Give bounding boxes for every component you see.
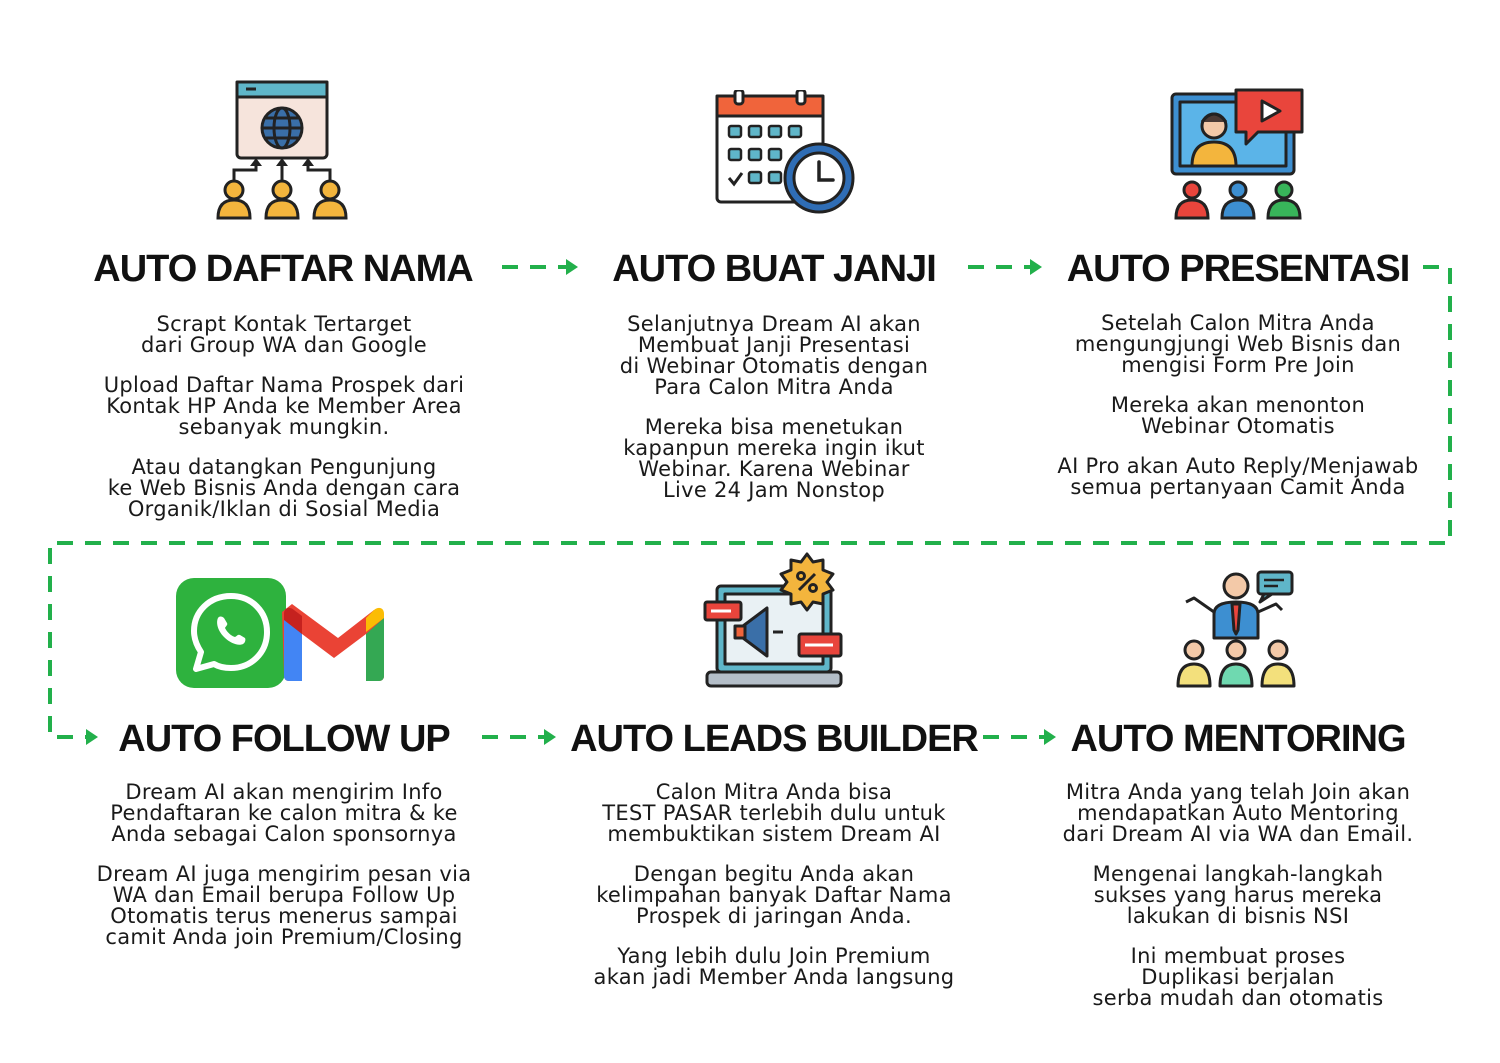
step-description: Selanjutnya Dream AI akan Membuat Janji …: [524, 314, 1024, 501]
step-paragraph: Mereka bisa menetukan kapanpun mereka in…: [623, 415, 925, 502]
step-paragraph: Mitra Anda yang telah Join akan mendapat…: [1062, 780, 1414, 846]
arrowhead-2: [1030, 259, 1042, 275]
arrowhead-4: [544, 729, 556, 745]
step-title-auto-follow-up: AUTO FOLLOW UP: [118, 718, 451, 760]
step-description: Calon Mitra Anda bisa TEST PASAR terlebi…: [524, 782, 1024, 988]
step-paragraph: Dengan begitu Anda akan kelimpahan banya…: [596, 862, 952, 928]
arrowhead-5: [1044, 729, 1056, 745]
step-title-auto-daftar-nama: AUTO DAFTAR NAMA: [93, 248, 473, 290]
step-paragraph: Dream AI akan mengirim Info Pendaftaran …: [110, 780, 458, 846]
step-description: Mitra Anda yang telah Join akan mendapat…: [1006, 782, 1470, 1009]
website-network-icon: [216, 80, 348, 220]
whatsapp-gmail-icon: [176, 578, 384, 688]
video-presentation-icon: [1170, 88, 1304, 220]
step-title-auto-leads-builder: AUTO LEADS BUILDER: [570, 718, 979, 760]
step-paragraph: Atau datangkan Pengunjung ke Web Bisnis …: [107, 455, 461, 521]
arrowhead-1: [566, 259, 578, 275]
step-paragraph: Dream AI juga mengirim pesan via WA dan …: [96, 862, 472, 949]
step-description: Scrapt Kontak Tertarget dari Group WA da…: [34, 314, 534, 520]
step-title-auto-mentoring: AUTO MENTORING: [1070, 718, 1406, 760]
mentor-audience-icon: [1176, 570, 1296, 688]
step-paragraph: Mengenai langkah-langkah sukses yang har…: [1092, 862, 1384, 928]
step-paragraph: Setelah Calon Mitra Anda mengungjungi We…: [1074, 311, 1402, 377]
step-paragraph: Yang lebih dulu Join Premium akan jadi M…: [593, 944, 955, 989]
step-description: Setelah Calon Mitra Anda mengungjungi We…: [1006, 313, 1470, 498]
step-paragraph: Mereka akan menonton Webinar Otomatis: [1110, 393, 1366, 438]
step-title-auto-buat-janji: AUTO BUAT JANJI: [612, 248, 937, 290]
step-paragraph: Selanjutnya Dream AI akan Membuat Janji …: [619, 312, 929, 399]
calendar-clock-icon: [715, 90, 855, 214]
step-paragraph: Calon Mitra Anda bisa TEST PASAR terlebi…: [602, 780, 946, 846]
step-description: Dream AI akan mengirim Info Pendaftaran …: [34, 782, 534, 948]
step-paragraph: Scrapt Kontak Tertarget dari Group WA da…: [140, 312, 428, 357]
arrowhead-3: [86, 729, 98, 745]
step-paragraph: Upload Daftar Nama Prospek dari Kontak H…: [103, 373, 465, 439]
step-title-auto-presentasi: AUTO PRESENTASI: [1066, 248, 1411, 290]
step-paragraph: AI Pro akan Auto Reply/Menjawab semua pe…: [1057, 454, 1419, 499]
laptop-marketing-icon: [703, 552, 843, 688]
step-paragraph: Ini membuat proses Duplikasi berjalan se…: [1092, 944, 1384, 1010]
